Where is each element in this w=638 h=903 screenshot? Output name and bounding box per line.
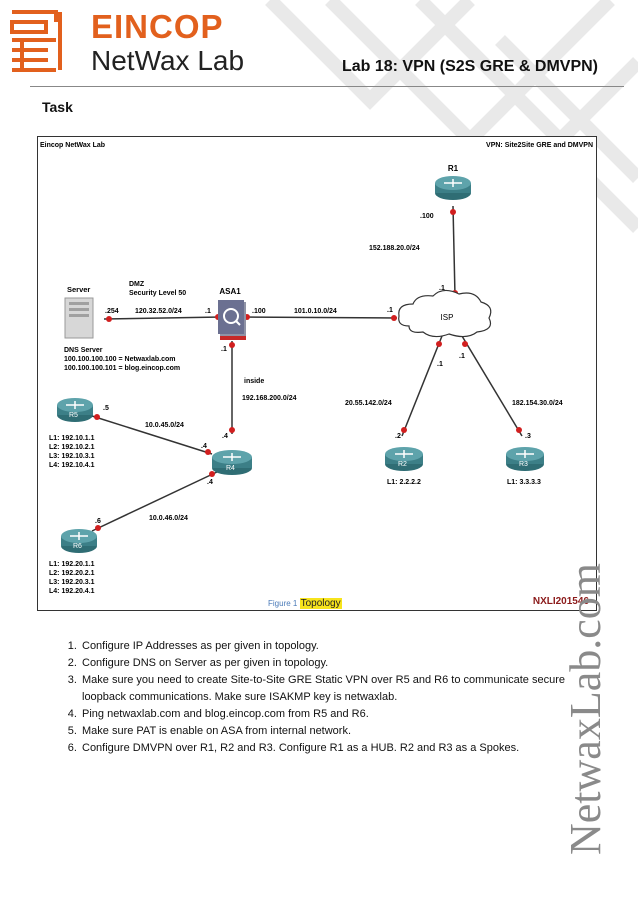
iface-r4-bottom: .4 — [207, 479, 213, 486]
iface-r2: .2 — [395, 433, 401, 440]
watermark: NetwaxLab.com — [561, 563, 610, 855]
server-label: Server — [67, 285, 90, 294]
isp-label: ISP — [441, 313, 454, 322]
firewall-asa1 — [218, 300, 246, 340]
caption-prefix: Figure 1 — [268, 599, 298, 608]
iface-asa-bottom: .1 — [221, 346, 227, 353]
iface-isp-top: .1 — [439, 285, 445, 292]
r3-loopback: L1: 3.3.3.3 — [507, 479, 541, 486]
router-r3 — [506, 447, 544, 471]
figure-caption: Figure 1 Topology — [268, 598, 342, 609]
task-item: Make sure you need to create Site-to-Sit… — [80, 672, 600, 706]
iface-r5: .5 — [103, 405, 109, 412]
r5-loopback-4: L4: 192.10.4.1 — [49, 462, 95, 469]
r6-loopback-1: L1: 192.20.1.1 — [49, 561, 95, 568]
r5-loopback-1: L1: 192.10.1.1 — [49, 435, 95, 442]
link-asa-isp — [241, 316, 398, 319]
link-server-asa — [103, 316, 223, 320]
r6-loopback-4: L4: 192.20.4.1 — [49, 588, 95, 595]
task-item: Make sure PAT is enable on ASA from inte… — [80, 723, 600, 740]
router-r1 — [435, 176, 471, 200]
asa1-label: ASA1 — [219, 287, 241, 296]
net-isp-r2: 20.55.142.0/24 — [345, 400, 392, 407]
dns-record-2: 100.100.100.101 = blog.eincop.com — [64, 365, 180, 372]
iface-server: .254 — [105, 308, 119, 315]
figure-frame — [37, 136, 597, 611]
figure-stamp: NXLI201546 — [533, 596, 590, 607]
task-item: Ping netwaxlab.com and blog.eincop.com f… — [80, 706, 600, 723]
router-r4 — [212, 450, 252, 475]
task-item: Configure DNS on Server as per given in … — [80, 655, 600, 672]
r1-label: R1 — [448, 164, 459, 173]
iface-r1: .100 — [420, 213, 434, 220]
net-r5-r4: 10.0.45.0/24 — [145, 422, 184, 429]
dns-server-title: DNS Server — [64, 347, 103, 354]
net-server-asa: 120.32.52.0/24 — [135, 308, 182, 315]
task-heading: Task — [42, 99, 73, 115]
router-r2 — [385, 447, 423, 471]
r3-label: R3 — [519, 461, 528, 468]
r6-loopback-2: L2: 192.20.2.1 — [49, 570, 95, 577]
net-r4-r6: 10.0.46.0/24 — [149, 515, 188, 522]
r2-loopback: L1: 2.2.2.2 — [387, 479, 421, 486]
figure-top-left-label: Eincop NetWax Lab — [40, 142, 105, 149]
link-r1-isp — [452, 205, 456, 297]
net-isp-r3: 182.154.30.0/24 — [512, 400, 563, 407]
dmz-label: DMZ — [129, 281, 145, 288]
r4-label: R4 — [226, 465, 235, 472]
task-item: Configure IP Addresses as per given in t… — [80, 638, 600, 655]
link-r4-r6 — [91, 471, 218, 532]
net-r1-isp: 152.188.20.0/24 — [369, 245, 420, 252]
link-isp-r2 — [401, 335, 443, 437]
figure-top-right-label: VPN: Site2Site GRE and DMVPN — [486, 142, 593, 149]
r6-label: R6 — [73, 543, 82, 550]
net-asa-isp: 101.0.10.0/24 — [294, 308, 337, 315]
r5-loopback-3: L3: 192.10.3.1 — [49, 453, 95, 460]
iface-asa-right: .100 — [252, 308, 266, 315]
header-divider — [30, 86, 624, 87]
isp-cloud-icon — [398, 289, 492, 338]
link-isp-r3 — [461, 335, 523, 437]
iface-isp-r3: .1 — [459, 353, 465, 360]
task-item: Configure DMVPN over R1, R2 and R3. Conf… — [80, 740, 600, 757]
router-r6 — [61, 529, 97, 553]
iface-isp-left: .1 — [387, 307, 393, 314]
iface-r4-top: .4 — [222, 433, 228, 440]
iface-r4-left: .4 — [201, 443, 207, 450]
link-r5-r4 — [91, 415, 213, 455]
task-list: Configure IP Addresses as per given in t… — [58, 638, 600, 757]
brand-name: EINCOP — [91, 8, 224, 45]
r5-loopback-2: L2: 192.10.2.1 — [49, 444, 95, 451]
topology-diagram: Eincop NetWax Lab VPN: Site2Site GRE and… — [37, 136, 597, 611]
r5-label: R5 — [69, 412, 78, 419]
net-asa-r4: 192.168.200.0/24 — [242, 395, 297, 402]
lab-title: Lab 18: VPN (S2S GRE & DMVPN) — [341, 58, 598, 75]
iface-r6: .6 — [95, 518, 101, 525]
iface-asa-left: .1 — [205, 308, 211, 315]
dmz-security-level: Security Level 50 — [129, 290, 186, 297]
router-r5 — [57, 398, 93, 422]
caption-title: Topology — [299, 598, 342, 609]
inside-label: inside — [244, 378, 264, 385]
eincop-logo-icon — [10, 10, 62, 72]
brand-subtitle: NetWax Lab — [91, 45, 245, 76]
server-icon — [64, 297, 94, 339]
iface-isp-r2: .1 — [437, 361, 443, 368]
dns-record-1: 100.100.100.100 = Netwaxlab.com — [64, 356, 176, 363]
r2-label: R2 — [398, 461, 407, 468]
r6-loopback-3: L3: 192.20.3.1 — [49, 579, 95, 586]
iface-r3: .3 — [525, 433, 531, 440]
